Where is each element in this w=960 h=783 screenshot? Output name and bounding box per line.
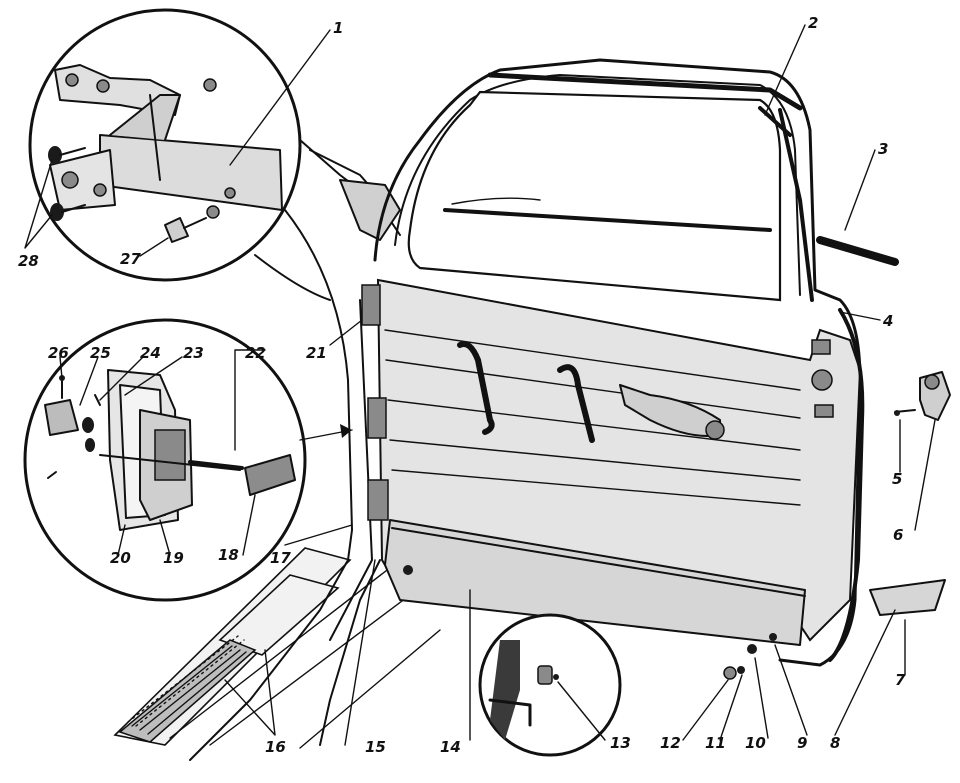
callout-15: 15 [365,738,386,756]
callout-1: 1 [333,19,343,37]
callout-24: 24 [140,344,161,362]
callout-labels: 1 2 3 4 5 6 7 8 9 10 11 12 13 14 15 16 1… [18,14,906,756]
callout-14: 14 [440,738,461,756]
callout-17: 17 [270,549,291,567]
callout-8: 8 [830,734,840,752]
callout-13: 13 [610,734,631,752]
callout-6: 6 [893,526,903,544]
callout-10: 10 [745,734,766,752]
leader-lines [24,24,936,746]
callout-11: 11 [705,734,726,752]
callout-25: 25 [90,344,111,362]
callout-23: 23 [183,344,204,362]
callout-2: 2 [808,14,818,32]
body-pillar [189,139,401,761]
callout-21: 21 [306,344,327,362]
callout-16: 16 [265,738,286,756]
callout-7: 7 [895,671,906,689]
callout-5: 5 [892,470,902,488]
door-assembly [361,58,946,667]
callout-4: 4 [882,312,893,330]
callout-26: 26 [48,344,69,362]
callout-18: 18 [218,546,239,564]
callout-22: 22 [245,344,266,362]
hinge-detail-circle [28,8,302,282]
callout-28: 28 [18,252,39,270]
callout-27: 27 [120,250,141,268]
callout-3: 3 [878,140,888,158]
catch-detail-circle [478,613,622,757]
pointer-arrow-icon [340,424,352,438]
loose-parts [723,371,951,680]
callout-9: 9 [797,734,807,752]
callout-12: 12 [660,734,681,752]
callout-20: 20 [110,549,131,567]
callout-19: 19 [163,549,184,567]
